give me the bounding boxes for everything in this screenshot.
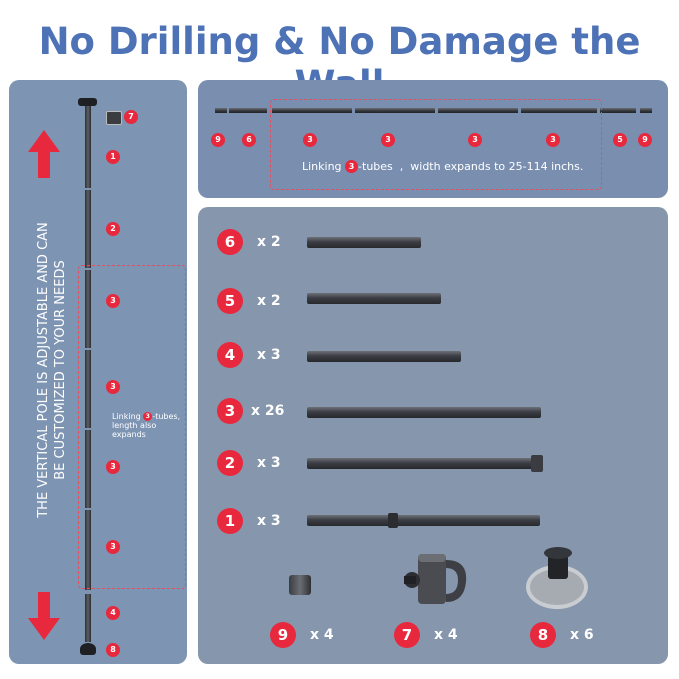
pole-top-cap-icon — [78, 98, 97, 106]
badge-3: 3 — [106, 380, 120, 394]
part-qty: x 3 — [257, 455, 281, 471]
badge-6: 6 — [242, 133, 256, 147]
pole-segment — [272, 108, 352, 113]
badge-5: 5 — [613, 133, 627, 147]
vertical-text-line2: BE CUSTOMIZED TO YOUR NEEDS — [53, 260, 68, 480]
accessory-qty-7: x 4 — [434, 627, 458, 643]
accessory-qty-9: x 4 — [310, 627, 334, 643]
part-qty: x 26 — [251, 403, 285, 419]
badge-3: 3 — [106, 540, 120, 554]
pole-segment — [85, 106, 91, 188]
tube-icon — [307, 293, 441, 304]
part-badge: 3 — [217, 398, 243, 424]
part-qty: x 3 — [257, 513, 281, 529]
vertical-text-line1: THE VERTICAL POLE IS ADJUSTABLE AND CAN — [36, 222, 51, 518]
tube-icon — [307, 407, 541, 418]
linking-tubes-highlight — [78, 265, 186, 589]
pole-segment — [355, 108, 435, 113]
badge-2: 2 — [106, 222, 120, 236]
badge-7: 7 — [124, 110, 138, 124]
badge-9: 9 — [211, 133, 225, 147]
pole-end-cap — [215, 108, 227, 113]
pole-segment — [600, 108, 636, 113]
tube-icon — [307, 458, 535, 469]
suction-pad-icon — [526, 547, 588, 609]
tube-icon — [307, 237, 421, 248]
pole-segment — [85, 270, 91, 348]
part-qty: x 2 — [257, 293, 281, 309]
badge-3: 3 — [381, 133, 395, 147]
pole-segment — [85, 350, 91, 428]
pole-bottom-pad-icon — [80, 643, 96, 655]
part-badge: 6 — [217, 229, 243, 255]
width-linking-highlight — [270, 99, 602, 190]
accessory-badge-9: 9 — [270, 622, 296, 648]
part-badge: 1 — [217, 508, 243, 534]
part-qty: x 3 — [257, 347, 281, 363]
badge-9: 9 — [638, 133, 652, 147]
pole-segment — [85, 594, 91, 642]
width-link-badge: 3 — [345, 160, 359, 173]
pole-segment — [85, 190, 91, 268]
badge-3: 3 — [106, 460, 120, 474]
tube-icon — [307, 515, 540, 526]
width-link-note: Linking 3-tubes , width expands to 25-11… — [302, 160, 584, 173]
pole-segment — [521, 108, 597, 113]
end-cap-icon — [289, 575, 311, 595]
pole-segment — [438, 108, 518, 113]
badge-1: 1 — [106, 150, 120, 164]
link-note: Linking 3-tubes, length also expands — [112, 412, 181, 439]
down-arrow-icon — [28, 592, 60, 640]
badge-3: 3 — [468, 133, 482, 147]
part-badge: 2 — [217, 450, 243, 476]
part-badge: 4 — [217, 342, 243, 368]
accessory-badge-8: 8 — [530, 622, 556, 648]
clamp-connector-icon — [404, 554, 467, 604]
part-qty: x 2 — [257, 234, 281, 250]
badge-3: 3 — [106, 294, 120, 308]
pole-segment — [85, 430, 91, 508]
accessory-badge-7: 7 — [394, 622, 420, 648]
pole-end-cap — [640, 108, 652, 113]
badge-3: 3 — [546, 133, 560, 147]
tube-joint — [388, 513, 398, 528]
part-badge: 5 — [217, 288, 243, 314]
pole-segment — [229, 108, 267, 113]
badge-4: 4 — [106, 606, 120, 620]
tube-end-cap — [531, 455, 543, 472]
accessory-qty-8: x 6 — [570, 627, 594, 643]
badge-8: 8 — [106, 643, 120, 657]
connector-icon — [106, 111, 122, 125]
up-arrow-icon — [28, 130, 60, 178]
link-note-badge: 3 — [143, 412, 153, 421]
tube-icon — [307, 351, 461, 362]
pole-segment — [85, 510, 91, 590]
badge-3: 3 — [303, 133, 317, 147]
